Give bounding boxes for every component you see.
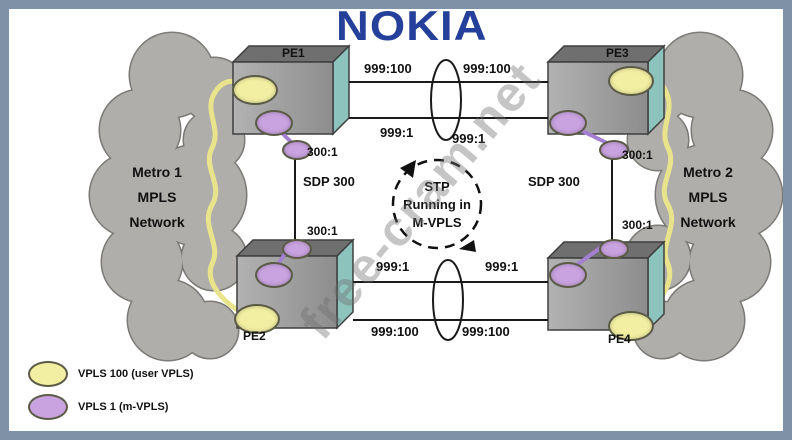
- pe3-user-vpls-node: [608, 66, 654, 96]
- pe3-mvpls-node: [549, 110, 587, 136]
- metro2-label-line1: Metro 2: [683, 164, 733, 180]
- pe1-mvpls-node: [255, 110, 293, 136]
- sdp-left-top-endpoint-node: [282, 140, 312, 160]
- legend-item-m-vpls: VPLS 1 (m-VPLS): [28, 394, 168, 420]
- metro1-cloud-shape: [88, 31, 248, 362]
- metro1-user-vpls-link: [205, 78, 255, 320]
- link-label-top-mvpls-left: 999:1: [380, 125, 414, 140]
- stp-note-line2: Running in: [403, 197, 471, 212]
- metro2-user-vpls-link: [627, 73, 675, 327]
- inter-metro-tunnel-bottom: [432, 259, 464, 341]
- sdp300-left-label: SDP 300: [303, 174, 355, 189]
- link-label-top-user-left: 999:100: [364, 61, 412, 76]
- inter-metro-tunnel-top: [430, 59, 462, 141]
- sdp-right-top-endpoint-node: [599, 140, 629, 160]
- stp-rotation-circle: [391, 158, 483, 250]
- metro2-label: Metro 2 MPLS Network: [653, 160, 763, 235]
- nokia-logo: NOKIA: [336, 2, 488, 49]
- pe4-mvpls-node: [549, 262, 587, 288]
- sdp300-right-label: SDP 300: [528, 174, 580, 189]
- pe2-user-vpls-node: [234, 304, 280, 334]
- link-label-top-user-right: 999:100: [463, 61, 511, 76]
- pe4-user-vpls-node: [608, 311, 654, 341]
- link-label-bottom-mvpls-right: 999:1: [485, 259, 519, 274]
- link-label-top-mvpls-right: 999:1: [452, 131, 486, 146]
- sdp-link-lines: [294, 81, 613, 321]
- pe4-label: PE4: [608, 332, 631, 346]
- m-vpls-swatch: [28, 394, 68, 420]
- pe1-label: PE1: [282, 46, 305, 60]
- sdp-left-bottom-endpoint-node: [282, 239, 312, 259]
- sdp-binding-left-bottom: 300:1: [307, 224, 338, 238]
- pe3-router-shape: [546, 44, 666, 136]
- stp-note-line1: STP: [424, 179, 450, 194]
- stp-note: STP Running in M-VPLS: [390, 178, 484, 232]
- stp-arrowhead-right-icon: [459, 240, 476, 252]
- legend-item-user-vpls: VPLS 100 (user VPLS): [28, 361, 194, 387]
- metro1-label-line1: Metro 1: [132, 164, 182, 180]
- m-vpls-legend-label: VPLS 1 (m-VPLS): [78, 401, 169, 413]
- pe2-mvpls-node: [255, 262, 293, 288]
- sdp-right-bottom-endpoint-node: [599, 239, 629, 259]
- link-label-bottom-user-right: 999:100: [462, 324, 510, 339]
- pe2-label: PE2: [243, 329, 266, 343]
- stp-note-line3: M-VPLS: [412, 215, 462, 230]
- metro2-label-line3: Network: [680, 214, 736, 230]
- pe3-label: PE3: [606, 46, 629, 60]
- user-vpls-swatch: [28, 361, 68, 387]
- pe2-router-shape: [235, 238, 355, 330]
- metro1-label: Metro 1 MPLS Network: [102, 160, 212, 235]
- sdp-binding-right-bottom: 300:1: [622, 218, 653, 232]
- metro2-cloud-shape: [624, 31, 784, 362]
- sdp-binding-left-top: 300:1: [307, 145, 338, 159]
- metro1-label-line2: MPLS: [137, 189, 177, 205]
- link-label-bottom-mvpls-left: 999:1: [376, 259, 410, 274]
- sdp-binding-right-top: 300:1: [622, 148, 653, 162]
- link-label-bottom-user-left: 999:100: [371, 324, 419, 339]
- stp-arrowhead-left-icon: [400, 160, 416, 178]
- pe1-user-vpls-node: [232, 75, 278, 105]
- user-vpls-legend-label: VPLS 100 (user VPLS): [78, 368, 194, 380]
- metro1-label-line3: Network: [129, 214, 185, 230]
- metro2-label-line2: MPLS: [688, 189, 728, 205]
